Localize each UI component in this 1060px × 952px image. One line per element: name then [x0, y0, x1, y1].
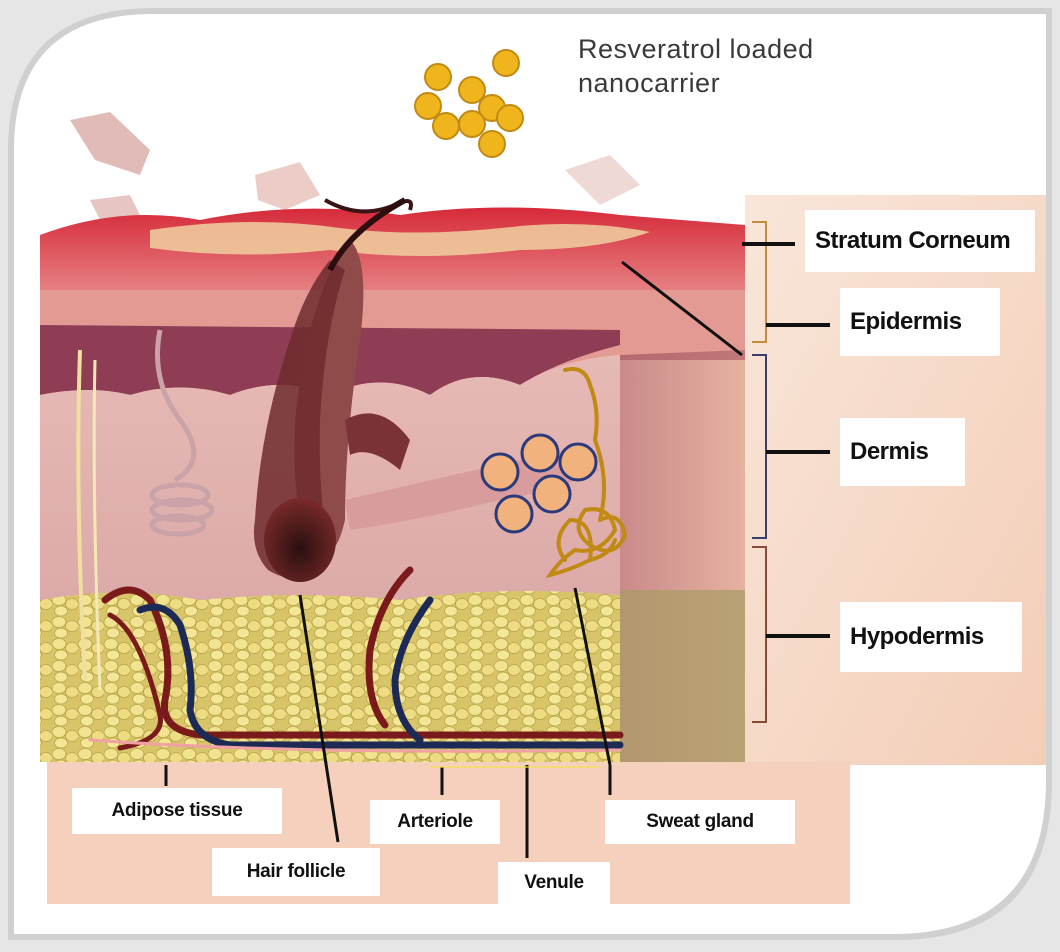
label-adipose-tissue: Adipose tissue	[72, 788, 282, 834]
label-arteriole: Arteriole	[370, 800, 500, 844]
label-dermis: Dermis	[840, 418, 965, 486]
label-venule: Venule	[498, 862, 610, 904]
label-hypodermis: Hypodermis	[840, 602, 1022, 672]
label-hair-follicle: Hair follicle	[212, 848, 380, 896]
label-stratum-corneum: Stratum Corneum	[805, 210, 1035, 272]
label-epidermis: Epidermis	[840, 288, 1000, 356]
fat-side-face	[620, 590, 745, 762]
label-sweat-gland: Sweat gland	[605, 800, 795, 844]
nanocarrier-title-line2: nanocarrier	[578, 66, 814, 100]
nanocarrier-title-line1: Resveratrol loaded	[578, 32, 814, 66]
nanocarrier-title: Resveratrol loaded nanocarrier	[578, 32, 814, 100]
